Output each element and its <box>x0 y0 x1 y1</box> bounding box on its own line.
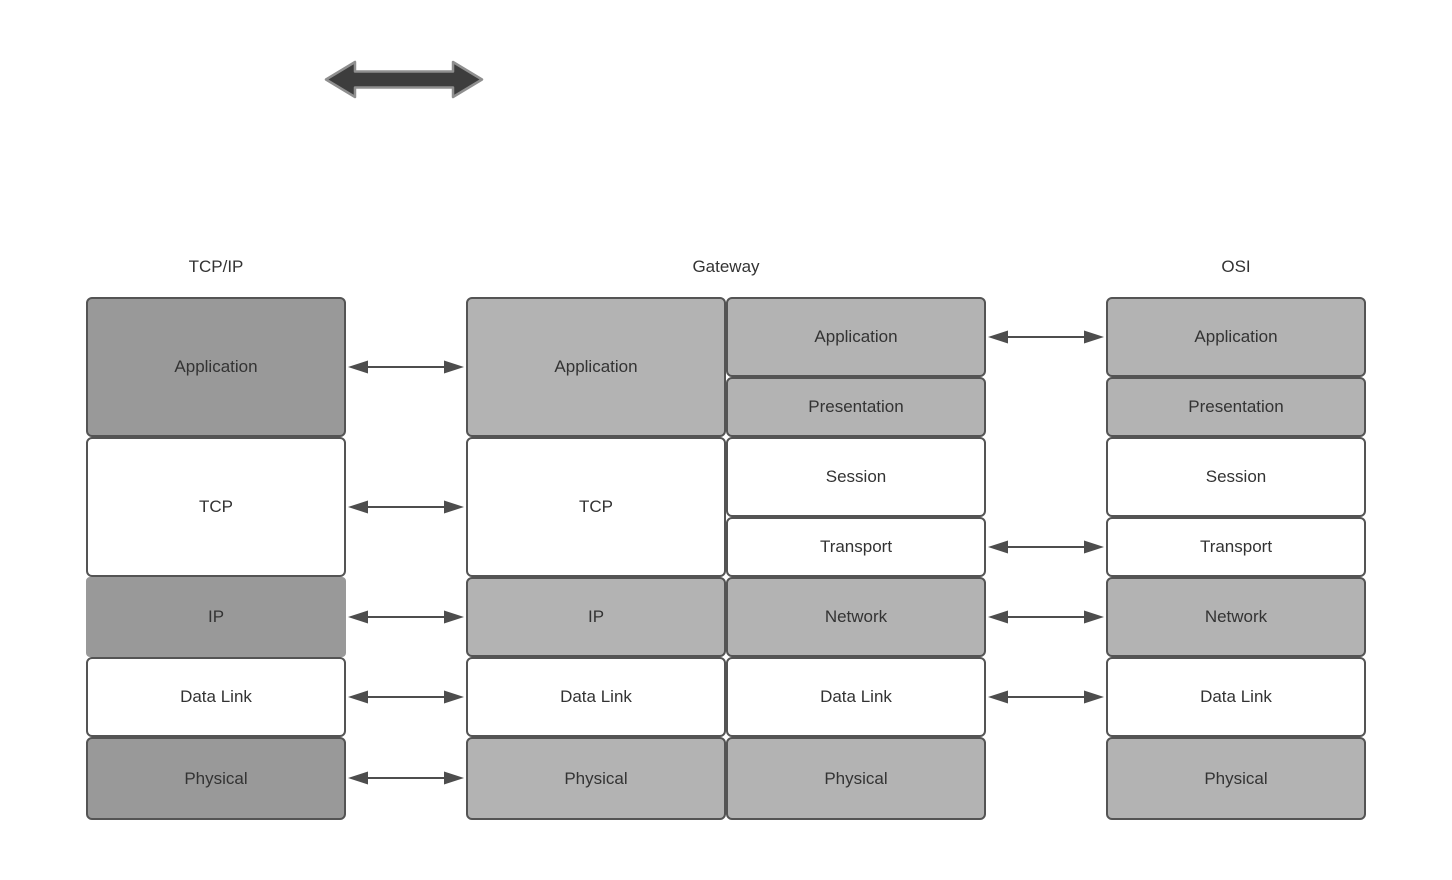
gateway-right-layer-physical: Physical <box>726 737 986 820</box>
osi-layer-presentation: Presentation <box>1106 377 1366 437</box>
gateway-left-layer-physical: Physical <box>466 737 726 820</box>
gateway-right-layer-network: Network <box>726 577 986 657</box>
gateway-left-layer-tcp: TCP <box>466 437 726 577</box>
arrow-gateway-osi-transport-icon <box>988 540 1104 554</box>
arrow-tcpip-gateway-physical-icon <box>348 771 464 785</box>
arrow-gateway-osi-data-link-icon <box>988 690 1104 704</box>
osi-layer-physical: Physical <box>1106 737 1366 820</box>
tcpip-layer-data-link: Data Link <box>86 657 346 737</box>
osi-layer-transport: Transport <box>1106 517 1366 577</box>
arrow-tcpip-gateway-tcp-icon <box>348 500 464 514</box>
arrow-tcpip-gateway-data-link-icon <box>348 690 464 704</box>
osi-layer-network: Network <box>1106 577 1366 657</box>
arrow-gateway-osi-network-icon <box>988 610 1104 624</box>
gateway-right-layer-transport: Transport <box>726 517 986 577</box>
osi-column-header: OSI <box>1221 257 1251 276</box>
osi-layer-application: Application <box>1106 297 1366 377</box>
gateway-right-layer-application: Application <box>726 297 986 377</box>
gateway-left-layer-application: Application <box>466 297 726 437</box>
arrow-gateway-osi-application-icon <box>988 330 1104 344</box>
gateway-right-layer-presentation: Presentation <box>726 377 986 437</box>
gateway-left-layer-ip: IP <box>466 577 726 657</box>
gateway-right-layer-data-link: Data Link <box>726 657 986 737</box>
double-headed-arrow-icon <box>324 60 484 99</box>
gateway-column-header: Gateway <box>692 257 760 276</box>
tcpip-layer-tcp: TCP <box>86 437 346 577</box>
osi-layer-data-link: Data Link <box>1106 657 1366 737</box>
gateway-left-layer-data-link: Data Link <box>466 657 726 737</box>
tcpip-layer-application: Application <box>86 297 346 437</box>
tcpip-column-header: TCP/IP <box>188 257 244 276</box>
tcpip-layer-ip: IP <box>86 577 346 657</box>
arrow-tcpip-gateway-application-icon <box>348 360 464 374</box>
arrow-tcpip-gateway-ip-icon <box>348 610 464 624</box>
gateway-right-layer-session: Session <box>726 437 986 517</box>
osi-layer-session: Session <box>1106 437 1366 517</box>
tcpip-layer-physical: Physical <box>86 737 346 820</box>
